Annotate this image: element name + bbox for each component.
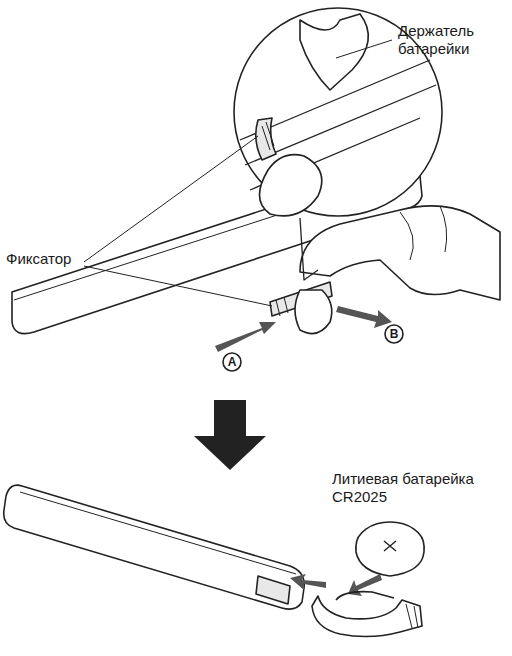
callout-letter: A (223, 353, 241, 371)
callout-letter: B (385, 325, 403, 343)
part-label: Держатель батарейки (398, 22, 508, 58)
part-label: Фиксатор (6, 250, 86, 268)
part-label: Литиевая батарейка CR2025 (332, 470, 482, 506)
